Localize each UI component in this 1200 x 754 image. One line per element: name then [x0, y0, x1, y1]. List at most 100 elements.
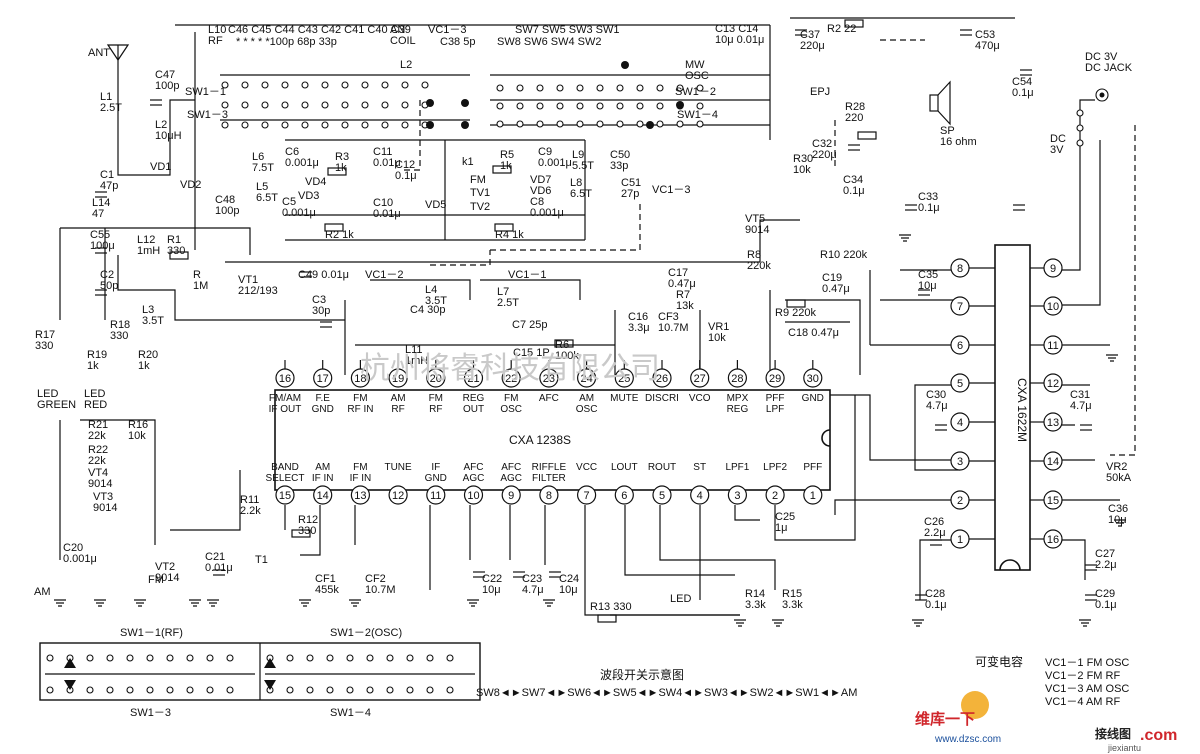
- ic1-pin-label: VCO: [689, 393, 711, 404]
- switch-rotor: [426, 99, 434, 107]
- ic2-pin-number: 6: [957, 340, 963, 352]
- ic1-pin-number: 12: [392, 490, 404, 502]
- varcap-3: VC1－3 AM OSC: [1045, 683, 1129, 695]
- switch-contact: [361, 81, 369, 89]
- ic1-pin-10: [463, 485, 484, 505]
- ic1-pin-4: [690, 485, 710, 505]
- legend-contact: [406, 654, 414, 662]
- ground-symbol: [1079, 619, 1091, 627]
- ic1-pin-28: [727, 368, 748, 388]
- legend-wiper: [264, 658, 276, 668]
- switch-contact: [401, 81, 409, 89]
- switch-contact: [401, 121, 409, 129]
- ic2-pin-number: 7: [957, 301, 963, 313]
- legend-contact: [426, 654, 434, 662]
- component-vc11: VC1－1: [508, 269, 547, 281]
- ic1-pin-number: 6: [621, 490, 627, 502]
- switch-contact: [576, 102, 584, 110]
- component-c38: C38 5p: [440, 36, 475, 48]
- speaker-symbol: [929, 80, 951, 126]
- component-epj: EPJ: [810, 86, 830, 98]
- ic1-pin-number: 20: [430, 373, 442, 385]
- switch-contact: [401, 101, 409, 109]
- component-t1: T1: [255, 554, 268, 566]
- ic1-pin-number: 14: [317, 490, 329, 502]
- ground-symbol: [899, 234, 911, 242]
- ic1-pin-number: 25: [618, 373, 630, 385]
- ground-symbol: [94, 599, 106, 607]
- ic2-pin-number: 13: [1047, 417, 1059, 429]
- switch-rotor: [426, 121, 434, 129]
- antenna-label: ANT: [88, 47, 110, 59]
- ic2-pin-2: [950, 490, 970, 510]
- ic1-pin-number: 27: [694, 373, 706, 385]
- component-vd2: VD2: [180, 179, 201, 191]
- legend-contact: [286, 686, 294, 694]
- ic2-pin-number: 12: [1047, 378, 1059, 390]
- ic2-pin-number: 16: [1047, 534, 1059, 546]
- legend-contact: [106, 686, 114, 694]
- switch-contact: [321, 81, 329, 89]
- ic2-pin-number: 4: [957, 417, 963, 429]
- band-sequence: SW8◄►SW7◄►SW6◄►SW5◄►SW4◄►SW3◄►SW2◄►SW1◄►…: [476, 687, 857, 699]
- ic1-pin-23: [539, 368, 559, 388]
- ic1-pin-number: 22: [505, 373, 517, 385]
- switch-contact: [676, 84, 684, 92]
- ic2-pin-16: [1043, 529, 1063, 549]
- switch-contact: [696, 120, 704, 128]
- ic2-pin-number: 5: [957, 378, 963, 390]
- legend-contact: [86, 654, 94, 662]
- legend-wiper: [64, 658, 76, 668]
- ic1-pin-5: [652, 485, 672, 505]
- ic1-name: CXA 1238S: [509, 433, 571, 447]
- switch-contact: [556, 120, 564, 128]
- legend-wiper: [64, 680, 76, 690]
- switch-contact: [556, 84, 564, 92]
- component-cval: * * * * *100p 68p 33p: [236, 36, 337, 48]
- ic2-pin-3: [950, 451, 970, 471]
- component-c15: C15 1P: [513, 347, 550, 359]
- component-ctop: C46 C45 C44 C43 C42 C41 C40 C39: [228, 24, 411, 36]
- ic1-pin-label: LOUT: [611, 462, 638, 473]
- ic2-pin-4: [950, 412, 970, 432]
- ic1-pin-number: 24: [580, 373, 592, 385]
- ic1-pin-label: TUNE: [384, 462, 412, 473]
- switch-contact: [516, 84, 524, 92]
- component-vd5: VD5: [425, 199, 446, 211]
- component-sw14: SW1－4: [677, 109, 718, 121]
- ic1-pin-number: 19: [392, 373, 404, 385]
- component-l4: L2: [400, 59, 412, 71]
- switch-contact: [341, 81, 349, 89]
- ic1-pin-30: [803, 368, 823, 388]
- legend-contact: [286, 654, 294, 662]
